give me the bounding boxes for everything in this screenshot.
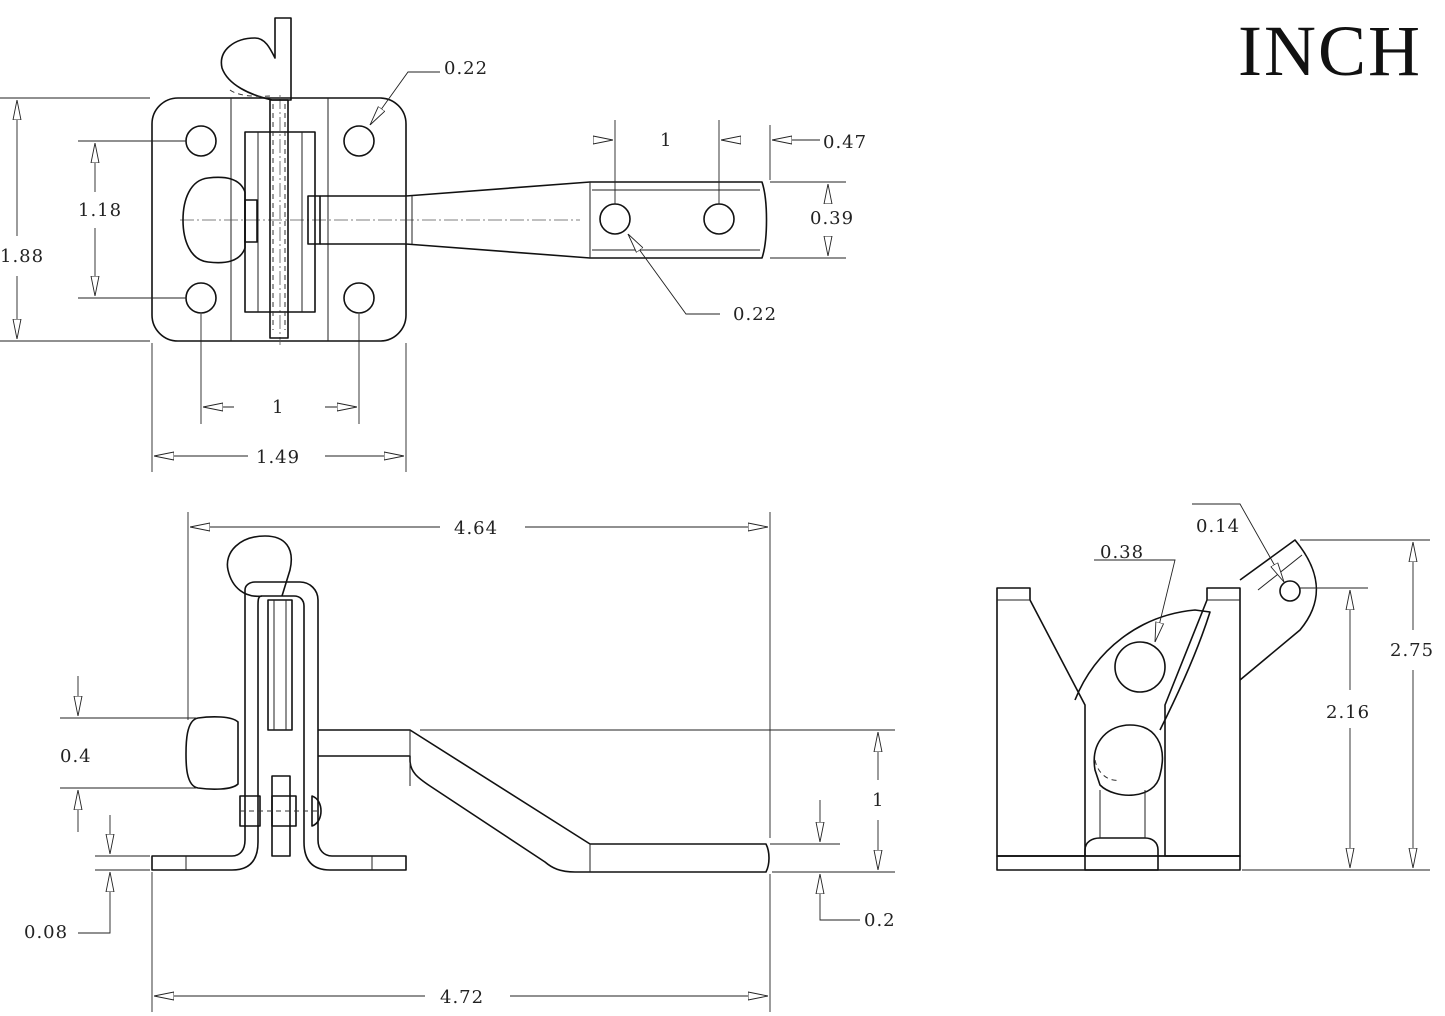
dim-overall-height: 2.75 [1390, 640, 1434, 661]
cam [1074, 609, 1211, 731]
mounting-hole [185, 282, 217, 314]
hook-loop-side [226, 535, 292, 597]
unit-label: INCH [1238, 11, 1422, 91]
dim-knob-height: 0.4 [60, 746, 92, 767]
knob-side [185, 716, 239, 790]
dim-handle-end-offset: 0.47 [823, 132, 867, 153]
mounting-hole [343, 125, 375, 157]
lower-roller [1093, 724, 1164, 796]
dim-hole-dia-handle: 0.22 [733, 304, 777, 325]
dim-hole-vertical-spacing: 1.18 [78, 200, 122, 221]
dim-pin-hole-dia: 0.14 [1196, 516, 1240, 537]
dim-base-thickness: 0.08 [24, 922, 68, 943]
side-view: 4.64 0.4 0.08 1 0.2 4.72 [24, 512, 896, 1012]
base-plate [151, 97, 407, 342]
housing [996, 587, 1086, 857]
pin-hole [1279, 580, 1301, 602]
dim-handle-hole-spacing: 1 [660, 130, 672, 151]
end-view: 0.38 0.14 2.75 2.16 [996, 503, 1434, 871]
base-foot [151, 581, 407, 871]
dim-overall-length-upper: 4.64 [454, 518, 498, 539]
mounting-hole [343, 282, 375, 314]
dim-handle-rise: 1 [872, 790, 884, 811]
handle-bar [320, 181, 768, 259]
handle-hole [703, 203, 735, 235]
handle-hole [599, 203, 631, 235]
dim-handle-width: 0.39 [810, 208, 854, 229]
dim-plate-width: 1.49 [256, 447, 300, 468]
dim-hole-dia-plate: 0.22 [444, 58, 488, 79]
pivot-circle [1114, 641, 1166, 693]
dim-handle-thickness: 0.2 [864, 910, 896, 931]
mounting-hole [185, 125, 217, 157]
dim-hole-horizontal-spacing: 1 [272, 397, 284, 418]
dim-pivot-dia: 0.38 [1100, 542, 1144, 563]
top-view: 0.22 1.88 1.18 1 1.49 1 0.47 [0, 17, 867, 472]
dim-pivot-height: 2.16 [1326, 702, 1370, 723]
latch-arm [1239, 539, 1318, 681]
knob [182, 176, 246, 264]
handle-side [318, 729, 770, 873]
hook-loop [220, 17, 292, 101]
dim-overall-length-lower: 4.72 [440, 987, 484, 1008]
dim-plate-height: 1.88 [0, 246, 44, 267]
